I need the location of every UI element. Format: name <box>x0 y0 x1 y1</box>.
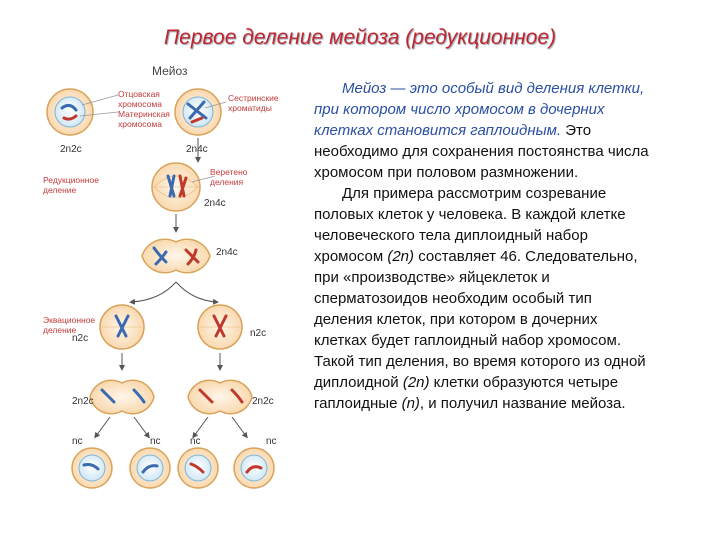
cell-metaphase-1 <box>151 162 201 212</box>
gamete-4 <box>233 447 275 489</box>
formula-nc-4: nc <box>266 436 277 447</box>
cell-anaphase-2-left <box>89 379 155 415</box>
example-part-c: клетки образуются четыре гаплоидные <box>314 374 619 412</box>
cell-2n2c <box>46 88 94 136</box>
formula-nc-2: nc <box>150 436 161 447</box>
formula-nc-1: nc <box>72 436 83 447</box>
cell-anaphase-2-right <box>187 379 253 415</box>
formula-2n2c-left: 2n2c <box>72 396 94 407</box>
cell-anaphase-1 <box>141 238 211 274</box>
example-part-b: составляет 46. Следовательно, при «произ… <box>314 248 646 391</box>
label-paternal: Отцовская хромосома <box>118 89 162 109</box>
label-maternal: Материнская хромосома <box>118 109 170 129</box>
formula-2n2c-right: 2n2c <box>252 396 274 407</box>
meiosis-diagram-drawing <box>46 88 275 489</box>
gamete-1 <box>71 447 113 489</box>
example-part-a: Для примера рассмотрим созревание половы… <box>314 185 626 265</box>
label-reduction-division: Редукционное деление <box>43 175 99 195</box>
cell-metaphase-2-right <box>197 304 243 350</box>
page-title: Первое деление мейоза (редукционное) <box>163 26 557 49</box>
label-sister-chromatids: Сестринские хроматиды <box>228 93 279 113</box>
meiosis-diagram: Мейоз Отцовская хромосома Материнская хр… <box>40 60 310 520</box>
formula-2n4c-mid: 2n4c <box>204 198 226 209</box>
example-2n-b: (2n) <box>402 374 430 391</box>
example-2n: (2n) <box>387 248 415 265</box>
formula-2n4c-ana: 2n4c <box>216 247 238 258</box>
paragraph-definition: Мейоз — это особый вид деления клетки, п… <box>314 78 652 183</box>
gamete-3 <box>177 447 219 489</box>
example-part-d: , и получил название мейоза. <box>419 395 626 412</box>
label-spindle: Веретено деления <box>210 167 248 187</box>
formula-2n4c-top: 2n4c <box>186 144 208 155</box>
definition-italic: Мейоз — это особый вид деления клетки, п… <box>314 80 645 139</box>
paragraph-example: Для примера рассмотрим созревание половы… <box>314 183 652 414</box>
formula-n2c-right: n2c <box>250 328 267 339</box>
label-equational-division: Эквационное деление <box>43 315 96 335</box>
formula-n2c-left: n2c <box>72 333 89 344</box>
definition-rest: Это необходимо для сохранения постоянств… <box>314 122 649 181</box>
cell-2n4c-interphase <box>174 88 222 136</box>
formula-2n2c-top: 2n2c <box>60 144 82 155</box>
gamete-2 <box>129 447 171 489</box>
body-text: Мейоз — это особый вид деления клетки, п… <box>314 78 652 414</box>
example-n: (n) <box>401 395 420 412</box>
diagram-heading: Мейоз <box>152 64 188 78</box>
formula-nc-3: nc <box>190 436 201 447</box>
cell-metaphase-2-left <box>99 304 145 350</box>
